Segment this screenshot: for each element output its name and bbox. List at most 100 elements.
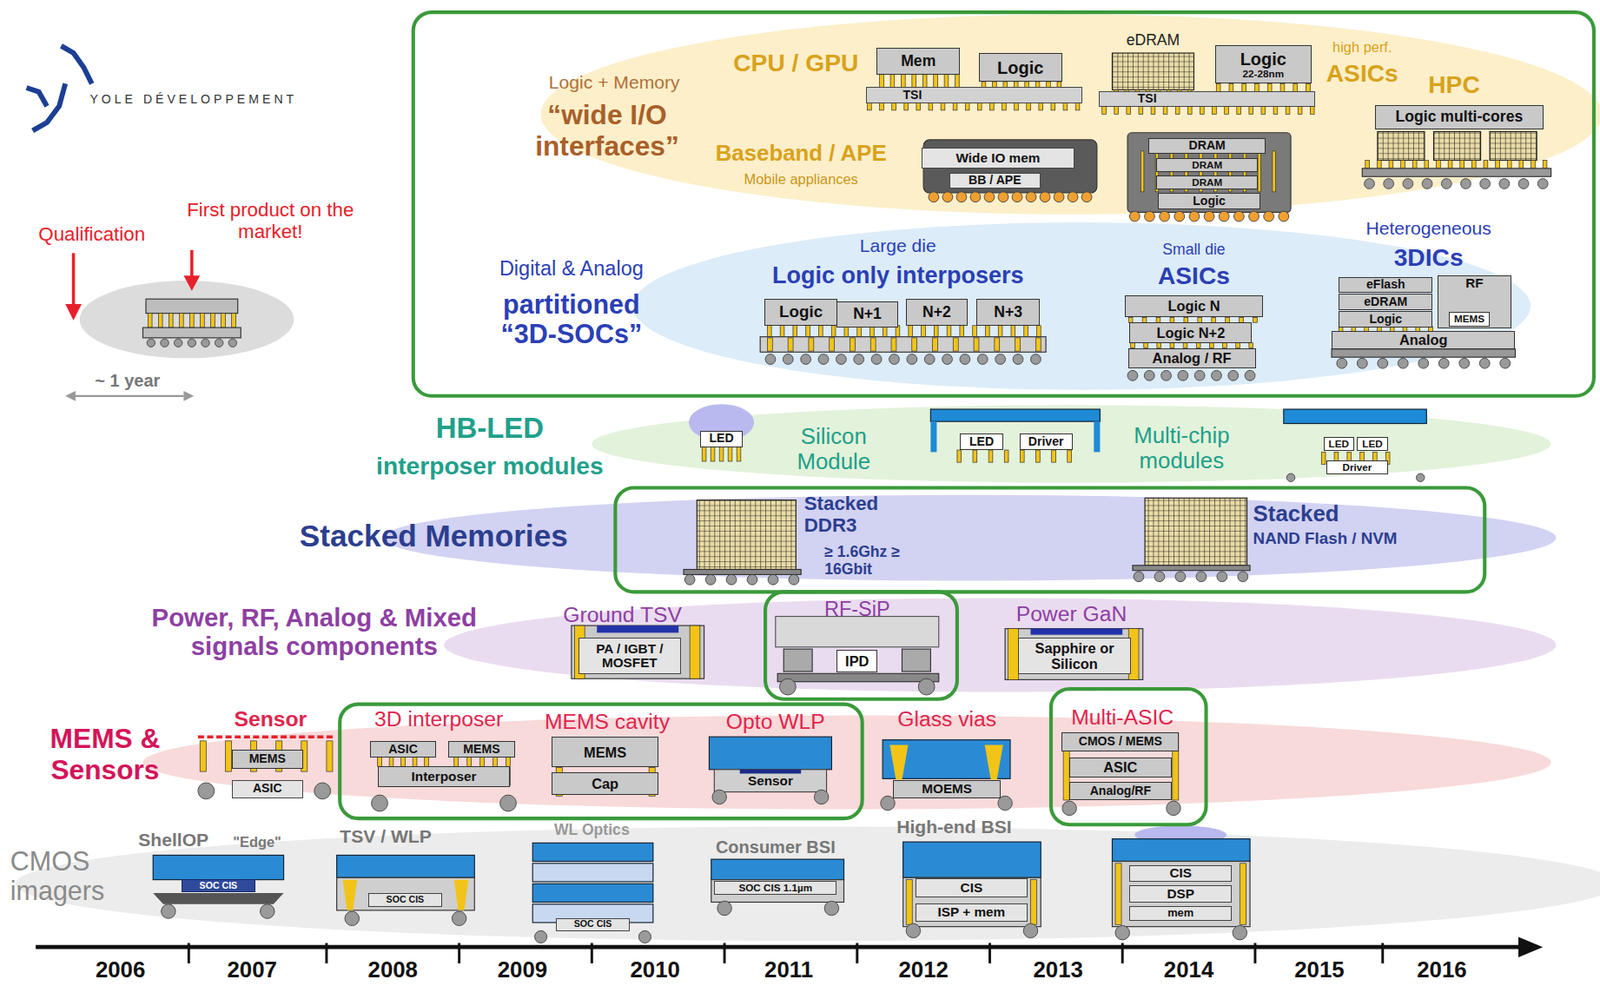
annotation-label: Qualification — [38, 224, 146, 246]
solder-ball — [880, 795, 895, 810]
line — [73, 395, 185, 397]
via-pillar — [1253, 317, 1258, 323]
arrow-head — [183, 275, 200, 291]
solder-ball — [535, 930, 548, 943]
chip-die: LED — [959, 433, 1003, 450]
via-pillar — [1067, 449, 1072, 463]
solder-ball — [780, 678, 797, 695]
die-label: Cap — [591, 775, 619, 792]
chip-die: LED — [1323, 436, 1355, 451]
package-layer — [1093, 421, 1100, 452]
via-pillar — [424, 757, 430, 767]
via-pillar — [1212, 105, 1217, 114]
solder-ball — [1166, 800, 1181, 815]
solder-ball — [1441, 178, 1452, 190]
die-label: TSI — [1137, 92, 1158, 106]
via-pillar — [965, 101, 970, 110]
via-pillar — [904, 101, 909, 110]
solder-ball — [765, 354, 776, 365]
chip-die: ASIC — [231, 780, 304, 799]
annotation-label: “wide I/O interfaces” — [505, 99, 710, 162]
solder-ball — [977, 354, 988, 365]
via-pillar — [1297, 105, 1303, 114]
die-label: ASIC — [252, 781, 283, 796]
chip-die: Cap — [551, 772, 659, 795]
year-label: 2010 — [629, 957, 680, 983]
annotation-label: Power GaN — [1016, 601, 1128, 627]
die-label: ASIC — [388, 742, 418, 757]
highlight-frame — [413, 12, 1594, 397]
chip-die: mem — [1129, 905, 1231, 921]
die-label: TSI — [902, 88, 922, 103]
logo-stroke — [33, 83, 67, 131]
chip-die: CIS — [915, 878, 1028, 897]
dashed-line — [198, 734, 335, 739]
die-label: SOC CIS 1.1µm — [738, 882, 813, 894]
solder-ball — [201, 338, 210, 347]
via-pillar — [493, 757, 498, 767]
optics-layer — [532, 842, 654, 861]
via-pillar — [1102, 105, 1107, 114]
via-pillar — [506, 757, 511, 767]
via-pillar — [1187, 105, 1192, 114]
die-label: ASIC — [1103, 759, 1138, 775]
via-pillar — [1199, 105, 1204, 114]
chip-die: Logic — [764, 298, 839, 326]
solder-ball — [918, 678, 935, 695]
via-pillar — [867, 101, 873, 110]
chip-die: eDRAM — [1338, 293, 1433, 311]
via-pillar — [892, 101, 897, 110]
die-label: Logic — [1192, 194, 1226, 209]
via-pillar — [1236, 105, 1242, 114]
annotation-label: MEMS & Sensors — [39, 723, 172, 786]
solder-ball — [1234, 211, 1245, 222]
chip-die: TSI — [866, 86, 1083, 104]
band — [541, 13, 1600, 214]
solder-ball — [1023, 923, 1038, 938]
chip-die: Driver — [1326, 460, 1388, 475]
glass-cap — [1283, 409, 1427, 424]
via-pillar — [1024, 325, 1029, 338]
via-pillar — [1011, 325, 1016, 338]
via-pillar — [231, 313, 237, 328]
die-label: Driver — [1342, 462, 1373, 474]
annotation-label: Stacked Memories — [299, 518, 569, 553]
chip-die: N+2 — [905, 298, 967, 326]
band — [79, 280, 295, 358]
chip-die: Interposer — [377, 766, 511, 787]
die-label: Mem — [900, 52, 936, 70]
via-pillar — [168, 313, 173, 328]
solder-ball — [906, 354, 918, 365]
die-label: Logic N — [1167, 297, 1220, 314]
solder-ball — [1421, 178, 1433, 190]
via-pillar — [973, 337, 979, 351]
via-pillar — [994, 337, 1000, 351]
band — [15, 826, 1600, 942]
via-pillar — [1507, 159, 1512, 168]
annotation-label: ~ 1 year — [94, 370, 160, 391]
via-pillar — [879, 74, 885, 88]
annotation-label: Stacked DDR3 — [804, 493, 897, 537]
interposer — [760, 337, 1046, 353]
via-pillar — [921, 325, 926, 338]
package-layer — [1111, 860, 1250, 926]
line — [72, 252, 76, 306]
solder-ball — [747, 574, 758, 585]
solder-ball — [813, 789, 828, 804]
via-pillar — [326, 740, 333, 772]
via-pillar — [480, 757, 485, 767]
annotation-label: Multi-ASIC — [1071, 705, 1174, 730]
package-layer — [337, 877, 476, 911]
die-label: Wide IO mem — [956, 151, 1041, 166]
tsv — [343, 879, 358, 911]
via-pillar — [1542, 159, 1548, 168]
substrate — [1361, 168, 1551, 177]
chip-die: Sapphire or Silicon — [1018, 637, 1131, 675]
solder-ball — [712, 789, 727, 804]
annotation-label: NAND Flash / NVM — [1253, 529, 1398, 549]
core-die — [1489, 132, 1537, 161]
highlight-frame — [1051, 688, 1207, 825]
via-pillar — [1051, 101, 1056, 110]
die-label: DSP — [1166, 886, 1194, 902]
via-pillar — [1261, 105, 1266, 114]
